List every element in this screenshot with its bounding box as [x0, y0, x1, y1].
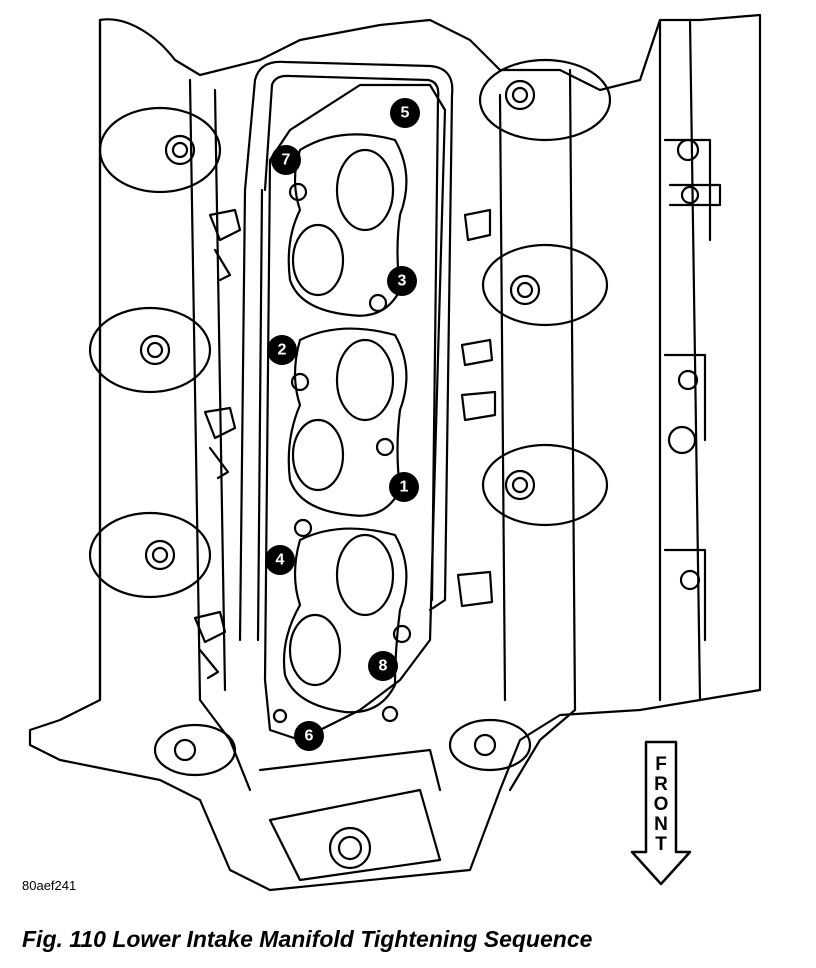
- right-bosses: [448, 58, 612, 772]
- engine-block-outline: [28, 13, 762, 892]
- valley-left-edge: [188, 78, 252, 792]
- valley-left-edge-2: [213, 88, 227, 692]
- figure-caption: Fig. 110 Lower Intake Manifold Tightenin…: [22, 926, 593, 952]
- fuel-rail-left-tube-2: [256, 188, 264, 642]
- front-arrow: [630, 740, 692, 886]
- fuel-rail: [243, 60, 454, 612]
- engine-block-edge-right-2: [688, 18, 702, 702]
- fuel-rail-left-tube: [238, 188, 247, 642]
- image-code: 80aef241: [22, 878, 77, 893]
- bottom-plate: [268, 788, 442, 882]
- bottom-bolt-outer: [328, 826, 372, 870]
- left-bosses: [88, 106, 237, 777]
- injectors-left: [193, 208, 242, 680]
- bottom-bolt-inner: [337, 835, 363, 861]
- fuel-rail-inner: [263, 74, 440, 602]
- intake-ports: [282, 133, 408, 714]
- valley-right-edge-2: [498, 93, 507, 702]
- bolt-holes: [272, 182, 412, 724]
- valley-right-edge: [508, 68, 577, 792]
- manifold-body: [263, 83, 447, 742]
- right-side-details: [663, 138, 722, 642]
- injectors-right: [456, 208, 497, 608]
- bottom-bracket: [258, 748, 442, 792]
